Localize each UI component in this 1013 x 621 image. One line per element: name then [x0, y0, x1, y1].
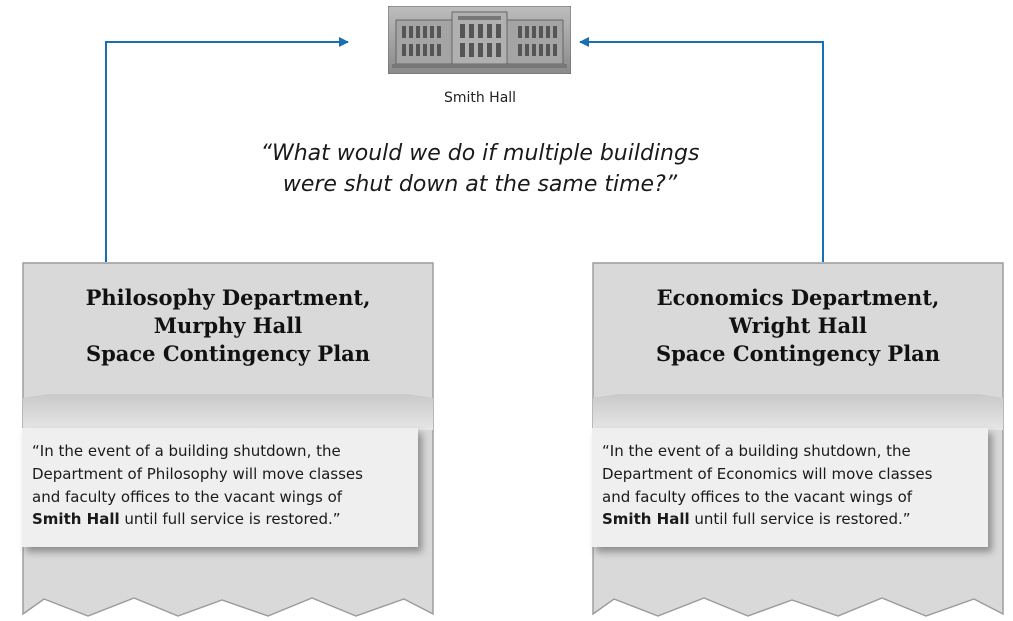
left-arrow — [105, 37, 349, 262]
excerpt-line-4: Smith Hall until full service is restore… — [602, 508, 978, 531]
smith-hall-bold: Smith Hall — [32, 510, 120, 529]
excerpt-line-4: Smith Hall until full service is restore… — [32, 508, 408, 531]
question-line-2: were shut down at the same time?” — [282, 172, 678, 198]
title-line-3: Space Contingency Plan — [655, 340, 941, 366]
excerpt-line-1: “In the event of a building shutdown, th… — [602, 442, 911, 460]
excerpt-line-2: Department of Philosophy will move class… — [32, 464, 363, 483]
excerpt-line-3: and faculty offices to the vacant wings … — [32, 487, 343, 506]
excerpt-tail: until full service is restored.” — [689, 510, 911, 529]
excerpt-line-1: “In the event of a building shutdown, th… — [32, 442, 341, 460]
question-line-1: “What would we do if multiple buildings — [260, 141, 700, 166]
title-line-2: Wright Hall — [728, 312, 868, 338]
building-caption: Smith Hall — [443, 90, 517, 106]
plan-excerpt: “In the event of a building shutdown, th… — [22, 428, 418, 547]
title-line-1: Philosophy Department, — [85, 285, 371, 310]
excerpt-line-2: Department of Economics will move classe… — [602, 464, 933, 483]
excerpt-line-3: and faculty offices to the vacant wings … — [602, 487, 913, 506]
title-line-1: Economics Department, — [656, 285, 940, 310]
title-line-2: Murphy Hall — [153, 312, 303, 338]
document-title: Economics Department, Wright Hall Space … — [592, 284, 1004, 368]
right-arrow — [579, 37, 824, 262]
building-icon — [387, 5, 572, 75]
economics-plan-document: Economics Department, Wright Hall Space … — [592, 262, 1004, 620]
philosophy-plan-document: Philosophy Department, Murphy Hall Space… — [22, 262, 434, 620]
title-line-3: Space Contingency Plan — [85, 340, 371, 366]
smith-hall-bold: Smith Hall — [602, 510, 690, 529]
excerpt-tail: until full service is restored.” — [119, 510, 341, 529]
plan-excerpt: “In the event of a building shutdown, th… — [592, 428, 988, 547]
question-quote: “What would we do if multiple buildings … — [190, 138, 770, 200]
document-title: Philosophy Department, Murphy Hall Space… — [22, 284, 434, 368]
